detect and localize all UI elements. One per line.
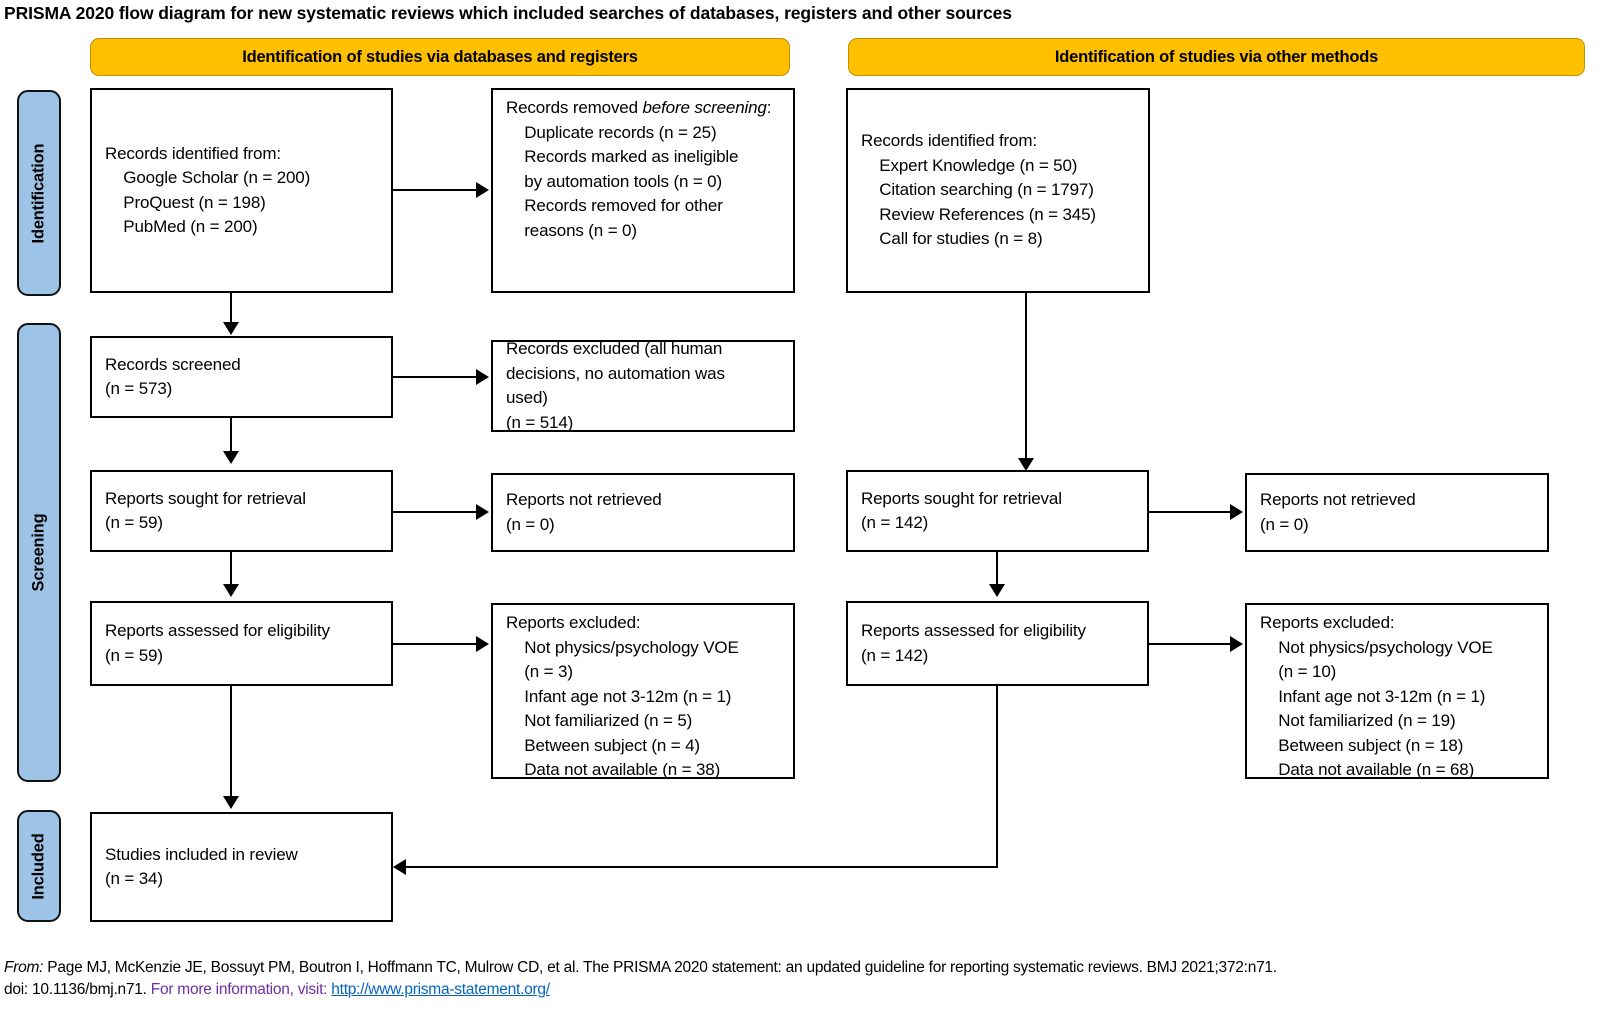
box-reports-excluded-left-text: Reports excluded: Not physics/psychology… xyxy=(506,613,739,779)
box-records-identified-databases: Records identified from: Google Scholar … xyxy=(90,88,393,293)
box-records-identified-other-methods: Records identified from: Expert Knowledg… xyxy=(846,88,1150,293)
box-records-removed-before-screening: Records removed before screening: Duplic… xyxy=(491,88,795,293)
box-studies-included: Studies included in review (n = 34) xyxy=(90,812,393,922)
box-reports-excluded-right: Reports excluded: Not physics/psychology… xyxy=(1245,603,1549,779)
box-reports-not-retrieved-left: Reports not retrieved (n = 0) xyxy=(491,473,795,552)
box-records-excluded-text: Records excluded (all human decisions, n… xyxy=(506,339,725,432)
connector-sought-left-to-assessed xyxy=(230,552,233,587)
stage-label-screening-text: Screening xyxy=(29,513,48,592)
connector-assessed-right-to-excluded-arrowhead xyxy=(1230,636,1243,652)
box-records-excluded: Records excluded (all human decisions, n… xyxy=(491,339,795,432)
connector-identified-to-removed xyxy=(393,189,478,192)
box-records-screened: Records screened (n = 573) xyxy=(90,336,393,418)
connector-other-to-reports-sought xyxy=(1025,293,1028,461)
connector-assessed-left-to-excluded-arrowhead xyxy=(476,636,489,652)
box-reports-assessed-right: Reports assessed for eligibility (n = 14… xyxy=(846,601,1149,686)
stage-label-screening: Screening xyxy=(17,323,61,782)
connector-identified-to-screened-arrowhead xyxy=(223,322,239,335)
banner-other-methods: Identification of studies via other meth… xyxy=(848,38,1585,76)
stage-label-identification-text: Identification xyxy=(29,143,48,243)
connector-screened-to-sought xyxy=(230,418,233,454)
connector-identified-to-screened xyxy=(230,293,233,325)
box-reports-sought-left-text: Reports sought for retrieval (n = 59) xyxy=(105,488,306,533)
page-title: PRISMA 2020 flow diagram for new systema… xyxy=(4,3,1012,23)
connector-sought-left-to-notretrieved-arrowhead xyxy=(476,504,489,520)
box-reports-assessed-right-text: Reports assessed for eligibility (n = 14… xyxy=(861,621,1086,665)
connector-screened-to-excluded-arrowhead xyxy=(476,369,489,385)
box-reports-assessed-left: Reports assessed for eligibility (n = 59… xyxy=(90,601,393,686)
box-records-identified-databases-text: Records identified from: Google Scholar … xyxy=(105,143,311,237)
box-reports-sought-right: Reports sought for retrieval (n = 142) xyxy=(846,470,1149,552)
connector-other-to-reports-sought-arrowhead xyxy=(1018,458,1034,471)
connector-identified-to-removed-arrowhead xyxy=(476,182,489,198)
records-removed-rest: : Duplicate records (n = 25) Records mar… xyxy=(524,98,772,240)
box-reports-not-retrieved-left-text: Reports not retrieved (n = 0) xyxy=(506,490,662,534)
connector-sought-right-to-notretrieved-arrowhead xyxy=(1230,504,1243,520)
records-removed-head: Records removed xyxy=(506,98,643,117)
connector-screened-to-excluded xyxy=(393,376,478,379)
stage-label-included: Included xyxy=(17,810,61,922)
footer-doi: doi: 10.1136/bmj.n71. xyxy=(4,981,151,998)
stage-label-included-text: Included xyxy=(29,832,48,900)
connector-assessed-left-to-excluded xyxy=(393,643,478,646)
box-reports-not-retrieved-right: Reports not retrieved (n = 0) xyxy=(1245,473,1549,552)
footer-citation-text: Page MJ, McKenzie JE, Bossuyt PM, Boutro… xyxy=(43,959,1277,976)
stage-label-identification: Identification xyxy=(17,90,61,296)
connector-assessed-right-to-included-vertical xyxy=(996,686,999,868)
box-reports-sought-right-text: Reports sought for retrieval (n = 142) xyxy=(861,488,1062,533)
box-reports-assessed-left-text: Reports assessed for eligibility (n = 59… xyxy=(105,621,330,665)
connector-sought-left-to-assessed-arrowhead xyxy=(223,584,239,597)
connector-sought-right-to-assessed-arrowhead xyxy=(989,584,1005,597)
connector-assessed-right-to-included-horizontal xyxy=(406,866,998,869)
box-studies-included-text: Studies included in review (n = 34) xyxy=(105,844,298,889)
connector-sought-left-to-notretrieved xyxy=(393,511,478,514)
connector-sought-right-to-notretrieved xyxy=(1149,511,1232,514)
footer-citation: From: Page MJ, McKenzie JE, Bossuyt PM, … xyxy=(4,957,1614,1001)
banner-databases-registers: Identification of studies via databases … xyxy=(90,38,790,76)
connector-assessed-left-to-included xyxy=(230,686,233,799)
box-records-identified-other-methods-text: Records identified from: Expert Knowledg… xyxy=(861,131,1096,249)
box-records-screened-text: Records screened (n = 573) xyxy=(105,354,241,399)
box-records-removed-before-screening-text: Records removed before screening: Duplic… xyxy=(506,90,771,243)
prisma-statement-link[interactable]: http://www.prisma-statement.org/ xyxy=(331,981,550,998)
connector-assessed-right-to-excluded xyxy=(1149,643,1232,646)
box-reports-not-retrieved-right-text: Reports not retrieved (n = 0) xyxy=(1260,490,1416,534)
box-reports-sought-left: Reports sought for retrieval (n = 59) xyxy=(90,470,393,552)
box-reports-excluded-right-text: Reports excluded: Not physics/psychology… xyxy=(1260,613,1493,779)
footer-line-2: doi: 10.1136/bmj.n71. For more informati… xyxy=(4,979,1614,1001)
box-reports-excluded-left: Reports excluded: Not physics/psychology… xyxy=(491,603,795,779)
footer-more-info: For more information, visit: xyxy=(150,981,332,998)
banner-databases-registers-label: Identification of studies via databases … xyxy=(242,47,638,66)
connector-sought-right-to-assessed xyxy=(996,552,999,587)
footer-line-1: From: Page MJ, McKenzie JE, Bossuyt PM, … xyxy=(4,957,1614,979)
connector-assessed-left-to-included-arrowhead xyxy=(223,796,239,809)
footer-from-label: From: xyxy=(4,959,44,976)
banner-other-methods-label: Identification of studies via other meth… xyxy=(1054,47,1379,66)
connector-screened-to-sought-arrowhead xyxy=(223,451,239,464)
connector-assessed-right-to-included-arrowhead xyxy=(393,859,406,875)
records-removed-italic: before screening xyxy=(642,98,767,117)
